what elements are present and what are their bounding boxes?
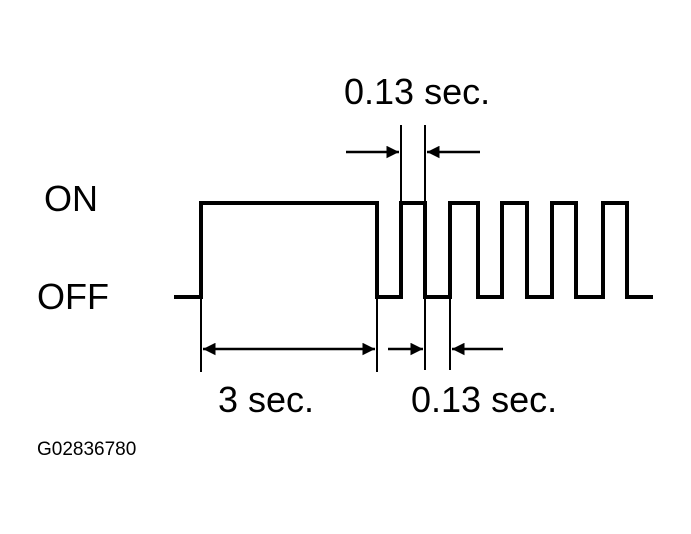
figure-code: G02836780 [37,439,137,460]
on-state-label: ON [44,178,98,219]
off-state-label: OFF [37,276,109,317]
extension-lines [200,125,451,372]
pulse-width-bottom-label: 0.13 sec. [411,379,558,420]
pulse-width-top-label: 0.13 sec. [344,71,491,112]
signal-waveform [174,201,653,299]
on-duration-label: 3 sec. [218,379,315,420]
